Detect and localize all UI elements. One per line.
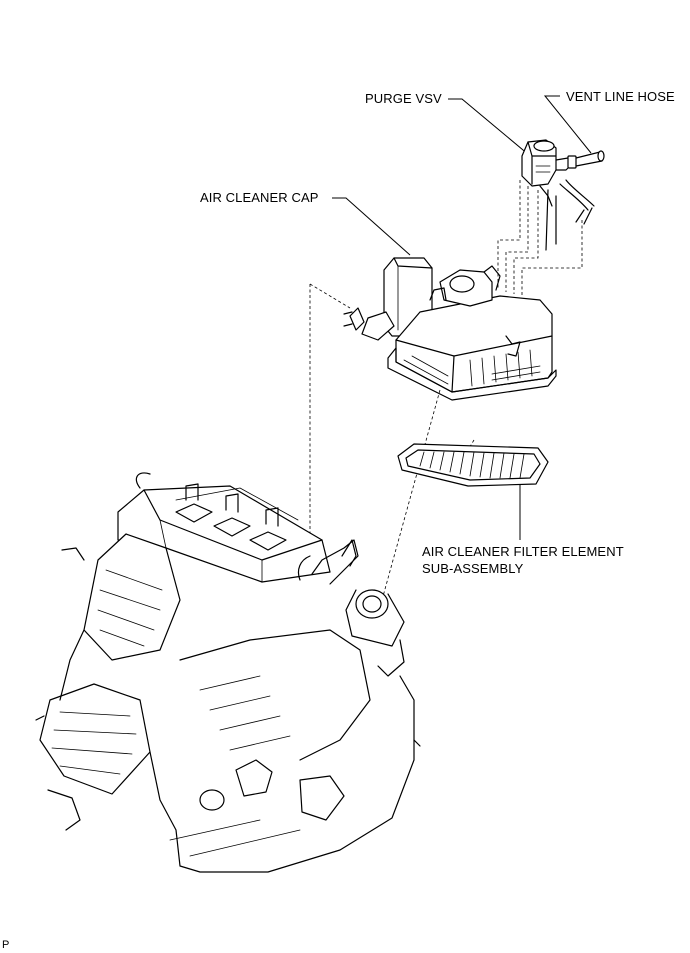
air-cleaner-cap-drawing: [343, 257, 557, 401]
air-cleaner-cap-label: AIR CLEANER CAP: [200, 190, 319, 205]
vent-line-hose-leader: [543, 95, 592, 154]
filter-element-drawing: [397, 443, 549, 487]
engine-drawing: [35, 472, 421, 873]
vent-line-hose-drawing: [545, 150, 605, 251]
air-cleaner-cap-leader: [332, 197, 411, 256]
purge-vsv-label: PURGE VSV: [365, 91, 442, 106]
leader-lines: [332, 95, 592, 540]
filter-element-label-line2: SUB-ASSEMBLY: [422, 561, 524, 576]
illustration-code: P: [2, 939, 10, 951]
purge-vsv-drawing: [521, 139, 577, 207]
vent-line-hose-label: VENT LINE HOSE: [566, 89, 675, 104]
filter-element-label-line1: AIR CLEANER FILTER ELEMENT: [422, 544, 624, 559]
purge-vsv-leader: [448, 98, 536, 161]
dashed-guide-lines: [309, 180, 583, 601]
